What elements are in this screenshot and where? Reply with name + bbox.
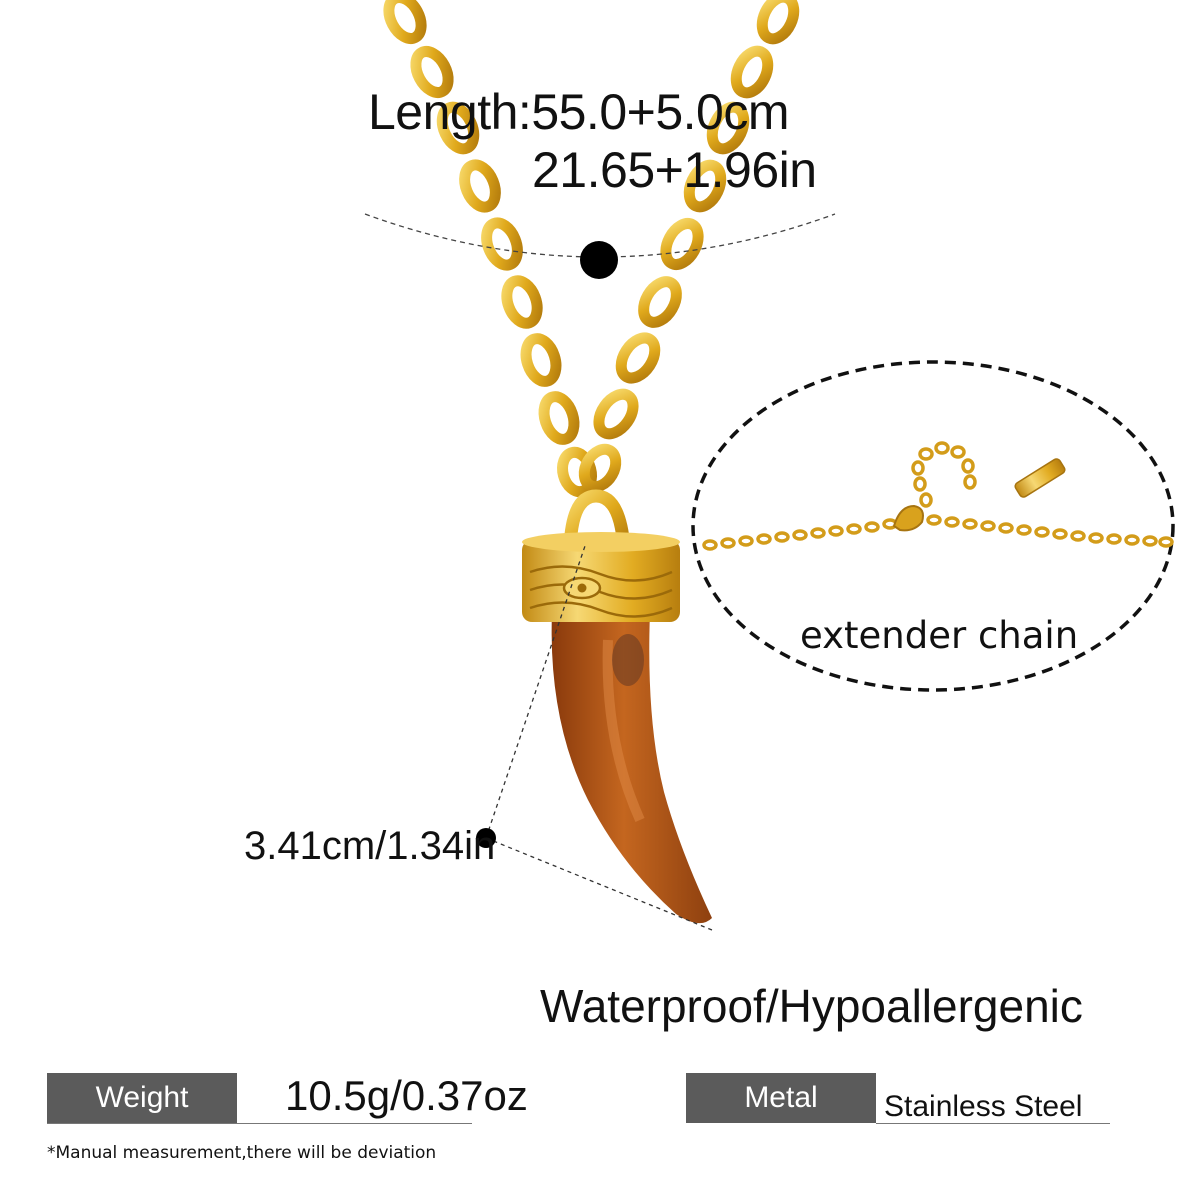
pendant-measure-dot xyxy=(476,828,496,848)
length-cm-text: Length:55.0+5.0cm xyxy=(368,84,790,140)
features-text: Waterproof/Hypoallergenic xyxy=(540,980,1083,1032)
metal-value: Stainless Steel xyxy=(884,1090,1083,1123)
pendant-measure-line-bottom xyxy=(485,837,713,931)
weight-underline xyxy=(47,1123,472,1124)
extender-chain xyxy=(702,441,1174,551)
measurement-disclaimer: *Manual measurement,there will be deviat… xyxy=(47,1143,437,1163)
length-measure-arc xyxy=(364,213,836,258)
chain-right-strand xyxy=(578,0,800,493)
metal-label: Metal xyxy=(686,1073,876,1123)
lobster-clasp xyxy=(892,504,924,532)
horn-pendant xyxy=(551,612,712,924)
extender-inset-outline xyxy=(691,360,1175,692)
horn-dark-spot xyxy=(612,634,644,686)
length-in-text: 21.65+1.96in xyxy=(532,142,817,198)
length-measure-dot xyxy=(580,241,618,279)
horn-highlight xyxy=(602,639,645,823)
pendant-cap xyxy=(522,532,680,622)
weight-value: 10.5g/0.37oz xyxy=(285,1072,528,1119)
extender-chain-label: extender chain xyxy=(800,614,1079,657)
pendant-measure-line-top xyxy=(485,545,586,839)
weight-label: Weight xyxy=(47,1073,237,1123)
pendant-size-text: 3.41cm/1.34in xyxy=(244,824,496,868)
pendant-bail xyxy=(563,489,631,549)
extender-tag xyxy=(1014,458,1066,498)
metal-underline xyxy=(876,1123,1110,1124)
chain-left-strand xyxy=(383,0,597,498)
